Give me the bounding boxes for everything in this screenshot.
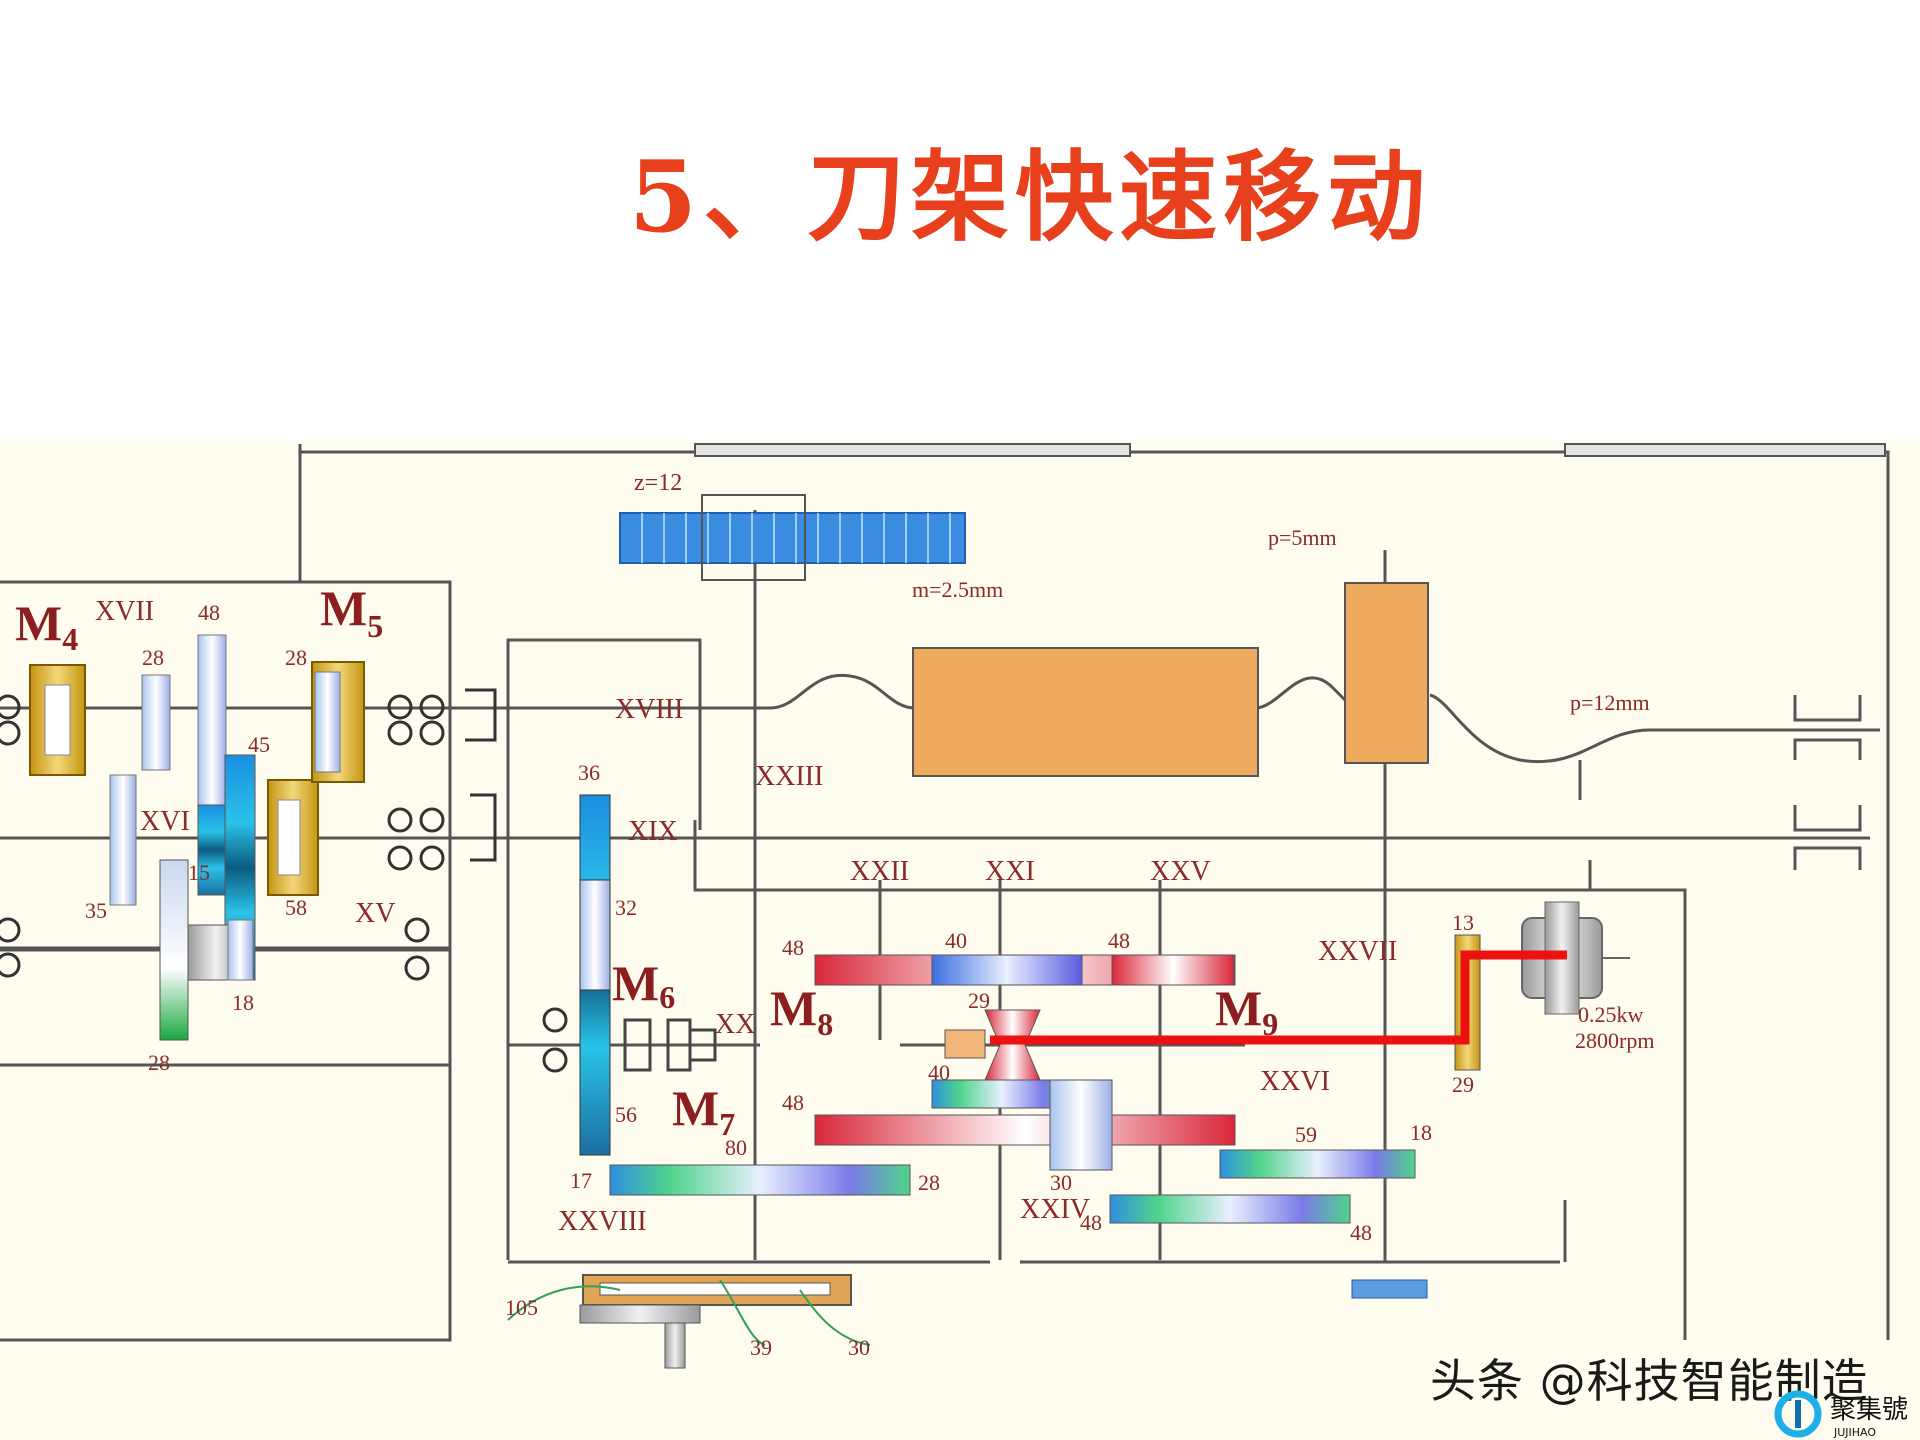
shaft-label-XIX: XIX <box>628 816 678 847</box>
clutch-m6-body <box>623 1018 717 1072</box>
rapid-traverse-path <box>990 950 1567 1045</box>
teeth-label: 28 <box>918 1170 940 1195</box>
shaft-label-XXVIII: XXVIII <box>558 1206 647 1237</box>
logo-subtext: JUJIHAO <box>1833 1426 1876 1439</box>
shaft-label-XXIV: XXIV <box>1020 1194 1090 1225</box>
shaft-label-XVIII: XVIII <box>615 694 683 725</box>
teeth-label: 29 <box>1452 1072 1474 1097</box>
teeth-label: 18 <box>232 990 254 1015</box>
motor-power-label: 0.25kw <box>1578 1002 1644 1027</box>
clutch-m7-label: M7 <box>672 1080 735 1142</box>
shaft-label-XXII: XXII <box>850 856 909 887</box>
rack-z12: z=12 m=2.5mm <box>619 470 1003 602</box>
teeth-label: 39 <box>750 1335 772 1360</box>
teeth-label: 18 <box>1410 1120 1432 1145</box>
rack-module-label: m=2.5mm <box>912 577 1003 602</box>
shaft-label-XVI: XVI <box>140 806 190 837</box>
shaft-label-XV: XV <box>355 898 395 929</box>
teeth-label: 30 <box>1050 1170 1072 1195</box>
teeth-label: 80 <box>725 1135 747 1160</box>
shaft-label-XXV: XXV <box>1150 856 1211 887</box>
teeth-label: 17 <box>570 1168 592 1193</box>
shaft-label-XX: XX <box>715 1009 755 1040</box>
lead-screw-nut <box>1344 582 1429 764</box>
left-gear-cluster <box>0 634 568 1073</box>
teeth-label: 13 <box>1452 910 1474 935</box>
teeth-label: 28 <box>285 645 307 670</box>
teeth-label: 59 <box>1295 1122 1317 1147</box>
logo-text: 聚集號 <box>1830 1395 1908 1425</box>
teeth-label: 48 <box>1080 1210 1102 1235</box>
shaft-label-XVII: XVII <box>95 596 154 627</box>
clutch-m5-label: M5 <box>320 580 383 644</box>
transmission-diagram: z=12 m=2.5mm p=5mm p=12mm <box>0 440 1920 1440</box>
rack-label: z=12 <box>634 470 682 496</box>
feed-screw-pitch-label: p=12mm <box>1570 690 1650 715</box>
right-bearings <box>1793 695 1862 870</box>
middle-gears <box>507 934 1481 1369</box>
watermark-text: 头条 @科技智能制造 <box>1430 1354 1869 1408</box>
teeth-label: 29 <box>968 988 990 1013</box>
teeth-label: 56 <box>615 1102 637 1127</box>
feed-block <box>912 647 1259 777</box>
gear-32 <box>579 879 611 991</box>
clutch-m9-label: M9 <box>1215 980 1278 1042</box>
page-title: 5、刀架快速移动 <box>628 140 1432 255</box>
motor-speed-label: 2800rpm <box>1575 1028 1654 1053</box>
teeth-label: 105 <box>505 1295 538 1320</box>
jujihao-logo: 聚集號 JUJIHAO <box>1774 1390 1908 1439</box>
teeth-label: 32 <box>615 895 637 920</box>
teeth-label: 28 <box>142 645 164 670</box>
teeth-label: 30 <box>848 1335 870 1360</box>
teeth-label: 35 <box>85 898 107 923</box>
teeth-label: 58 <box>285 895 307 920</box>
clutch-m4-label: M4 <box>15 595 78 657</box>
teeth-label: 48 <box>782 935 804 960</box>
teeth-label: 48 <box>198 600 220 625</box>
teeth-label: 48 <box>1108 928 1130 953</box>
clutch-m6-label: M6 <box>612 955 675 1015</box>
teeth-label: 40 <box>928 1060 950 1085</box>
shaft-label-XXVI: XXVI <box>1260 1066 1330 1097</box>
shaft-label-XXIII: XXIII <box>755 761 823 792</box>
teeth-label: 48 <box>1350 1220 1372 1245</box>
teeth-label: 36 <box>578 760 600 785</box>
shaft-label-XXVII: XXVII <box>1318 936 1397 967</box>
teeth-label: 28 <box>148 1050 170 1075</box>
teeth-label: 48 <box>782 1090 804 1115</box>
lead-screw-pitch-label: p=5mm <box>1268 525 1337 550</box>
teeth-label: 40 <box>945 928 967 953</box>
clutch-m8-label: M8 <box>770 980 833 1042</box>
teeth-label: 45 <box>248 732 270 757</box>
shaft-label-XXI: XXI <box>985 856 1035 887</box>
teeth-label: 15 <box>188 860 210 885</box>
